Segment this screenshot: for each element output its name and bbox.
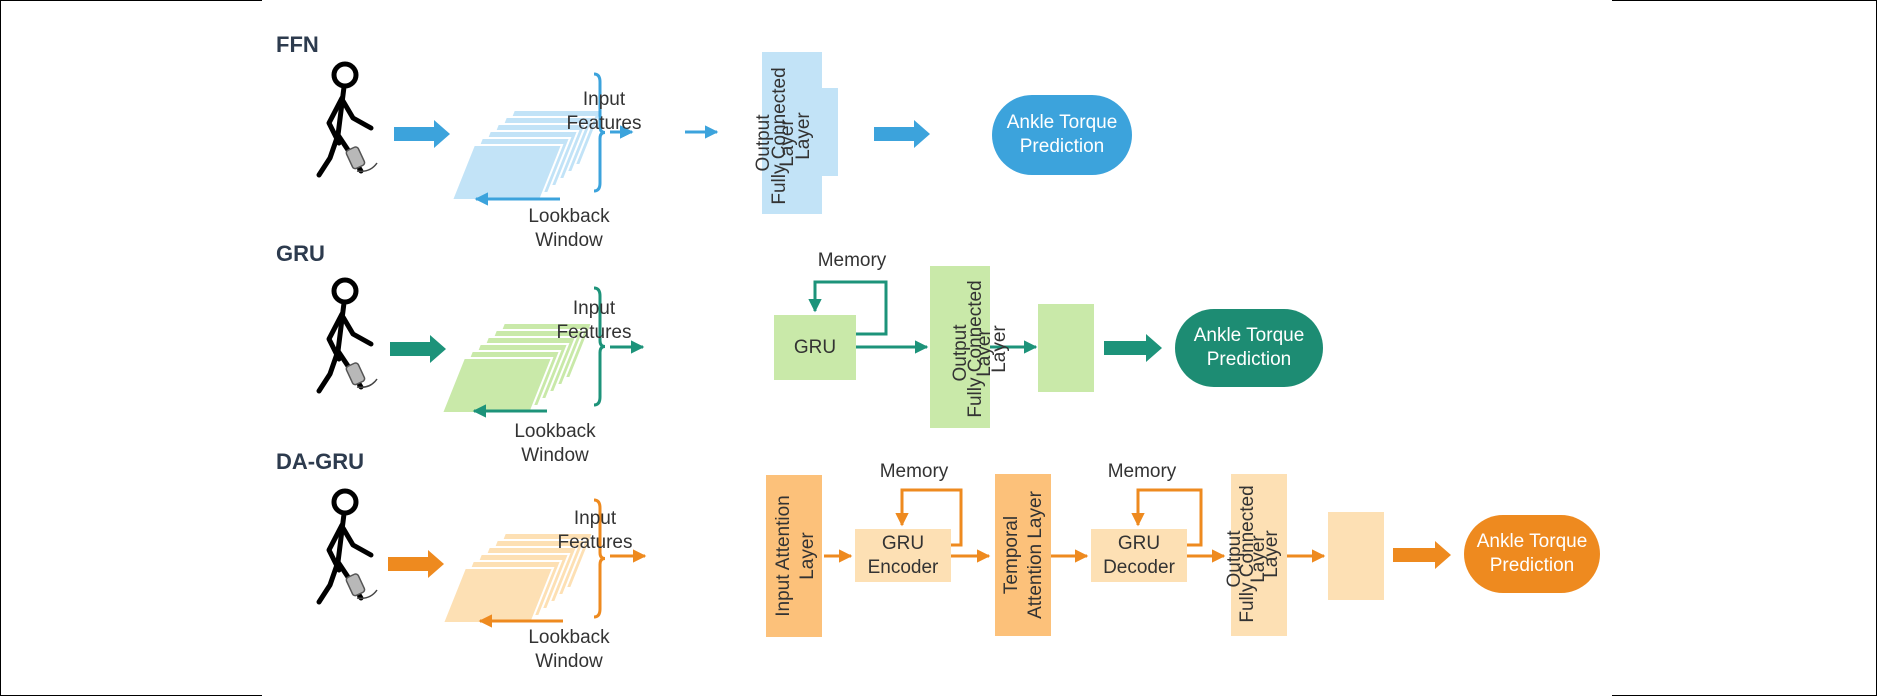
gru-lookback-window-label: Lookback Window <box>514 421 596 466</box>
dagru-block-arrow-to-prediction <box>1393 541 1451 569</box>
gru-person-torso <box>335 300 347 354</box>
gru-output-layer-box <box>1038 304 1094 392</box>
diagram-canvas <box>316 52 1451 637</box>
ffn-bracket-icon <box>593 72 606 193</box>
ffn-lookback-window-label: Lookback Window <box>528 206 610 251</box>
ffn-walking-person-icon <box>331 61 359 89</box>
dagru-person-leg-back <box>316 559 341 605</box>
ffn-output-layer-box <box>782 88 838 176</box>
gru-exoskeleton-cable <box>356 378 378 389</box>
ffn-input-features-label: Input Features <box>566 89 642 134</box>
gru-block-arrow-icon <box>390 335 446 363</box>
dagru-encoder-memory-label: Memory <box>879 461 949 482</box>
gru-input-sheet <box>440 357 554 414</box>
dagru-gru-decoder: GRU Decoder <box>1103 532 1175 578</box>
diagram-page: FFN GRU DA-GRU Input Features Lookback W… <box>262 0 1612 696</box>
ffn-exoskeleton-cable <box>356 162 378 173</box>
gru-memory-loop-arrow-icon <box>808 280 888 336</box>
dagru-decoder-memory-loop-arrow-icon <box>1131 488 1203 547</box>
gru-bracket-icon <box>593 286 606 407</box>
gru-output-layer: Output Layer <box>950 324 995 382</box>
dagru-encoder-memory-loop-arrow-icon <box>895 488 963 547</box>
gru-person-arm-front <box>340 314 374 347</box>
gru-input-features-label: Input Features <box>556 298 632 343</box>
dagru-row-label: DA-GRU <box>276 449 364 474</box>
gru-fc-layer-box <box>930 266 990 428</box>
dagru-gru-encoder-box <box>855 529 951 582</box>
ffn-output-layer: Output Layer <box>753 114 798 172</box>
gru-block-box <box>774 315 856 380</box>
dagru-temporal-attention-box <box>995 474 1051 636</box>
gru-block-arrow-to-prediction <box>1104 334 1162 362</box>
gru-ankle-torque-prediction: Ankle Torque Prediction <box>1175 309 1323 387</box>
ffn-row-label: FFN <box>276 32 319 57</box>
dagru-lookback-window-label: Lookback Window <box>528 627 610 672</box>
dagru-gru-encoder: GRU Encoder <box>867 532 939 578</box>
dagru-input-attention-layer: Input Attention Layer <box>773 495 818 617</box>
dagru-bracket-icon <box>593 498 606 619</box>
ffn-person-leg-back <box>316 132 341 178</box>
gru-row-label: GRU <box>276 241 325 266</box>
ffn-block-arrow-icon <box>394 120 450 148</box>
dagru-input-sheet <box>441 567 555 624</box>
dagru-walking-person-icon <box>331 488 359 516</box>
gru-walking-person-icon <box>331 277 359 305</box>
dagru-temporal-attention-layer: Temporal Attention Layer <box>1001 491 1046 619</box>
dagru-block-arrow-icon <box>388 550 444 578</box>
gru-ankle-exoskeleton-icon <box>345 362 366 386</box>
gru-memory-label: Memory <box>817 250 887 271</box>
ffn-ankle-torque-prediction: Ankle Torque Prediction <box>992 95 1132 175</box>
ffn-person-torso <box>335 84 347 138</box>
gru-person-leg-back <box>316 348 341 394</box>
dagru-input-features-label: Input Features <box>557 508 633 553</box>
dagru-gru-decoder-box <box>1091 529 1187 582</box>
dagru-input-attention-box <box>766 475 822 637</box>
dagru-person-arm-front <box>340 525 374 558</box>
dagru-person-torso <box>335 511 347 565</box>
gru-block: GRU <box>793 336 837 358</box>
dagru-exoskeleton-cable <box>356 589 378 600</box>
ffn-block-arrow-to-prediction <box>874 120 930 148</box>
dagru-decoder-memory-label: Memory <box>1107 461 1177 482</box>
dagru-output-layer-box <box>1328 512 1384 600</box>
dagru-output-layer: Output Layer <box>1224 530 1269 588</box>
dagru-fc-layer-box <box>1231 474 1287 636</box>
ffn-person-arm-front <box>340 98 374 131</box>
dagru-ankle-torque-prediction: Ankle Torque Prediction <box>1464 515 1600 593</box>
dagru-ankle-exoskeleton-icon <box>345 573 366 597</box>
ffn-ankle-exoskeleton-icon <box>345 146 366 170</box>
